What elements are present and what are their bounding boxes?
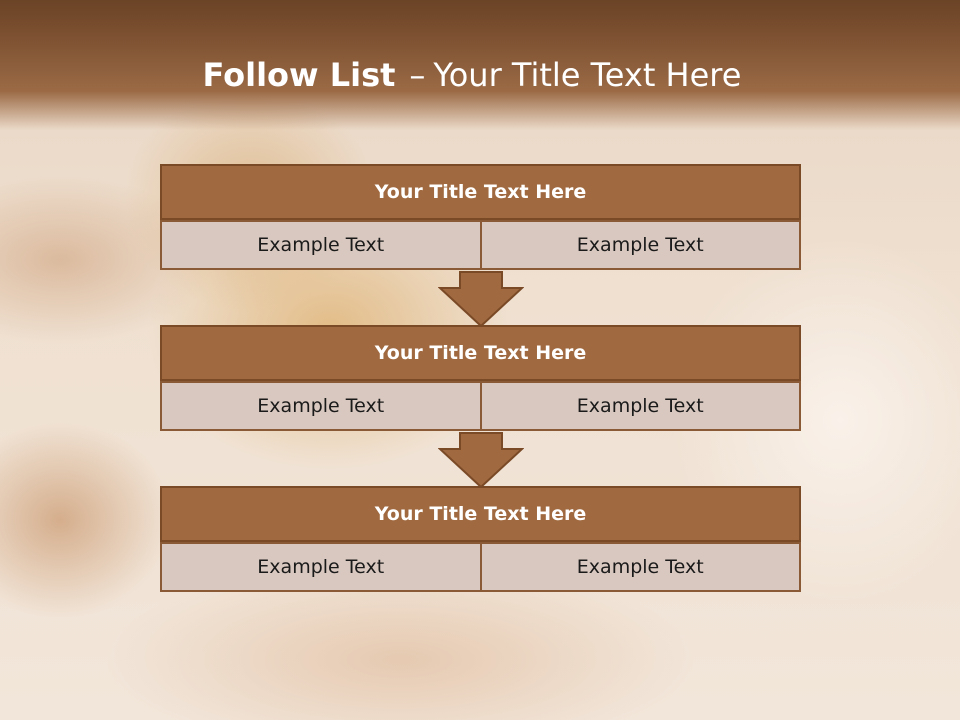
page-title-bold: Follow List xyxy=(202,56,396,94)
flow-step-title: Your Title Text Here xyxy=(160,164,801,220)
flow-step-2: Your Title Text Here Example Text Exampl… xyxy=(160,325,801,431)
down-arrow-icon xyxy=(438,271,524,327)
flow-step-title: Your Title Text Here xyxy=(160,486,801,542)
page-title: Follow List–Your Title Text Here xyxy=(0,56,944,94)
page-title-rest: Your Title Text Here xyxy=(433,56,742,94)
flow-step-title: Your Title Text Here xyxy=(160,325,801,381)
flow-step-row: Example Text Example Text xyxy=(160,220,801,270)
flow-step-1: Your Title Text Here Example Text Exampl… xyxy=(160,164,801,270)
title-bar xyxy=(0,0,960,130)
flow-step-cell-right: Example Text xyxy=(479,542,801,592)
down-arrow-icon xyxy=(438,432,524,488)
flow-step-cell-left: Example Text xyxy=(160,381,482,431)
flow-step-3: Your Title Text Here Example Text Exampl… xyxy=(160,486,801,592)
flow-step-cell-right: Example Text xyxy=(479,381,801,431)
flow-step-cell-right: Example Text xyxy=(479,220,801,270)
flow-step-row: Example Text Example Text xyxy=(160,381,801,431)
flow-step-row: Example Text Example Text xyxy=(160,542,801,592)
flow-step-cell-left: Example Text xyxy=(160,220,482,270)
flow-step-cell-left: Example Text xyxy=(160,542,482,592)
page-title-separator: – xyxy=(409,56,426,94)
